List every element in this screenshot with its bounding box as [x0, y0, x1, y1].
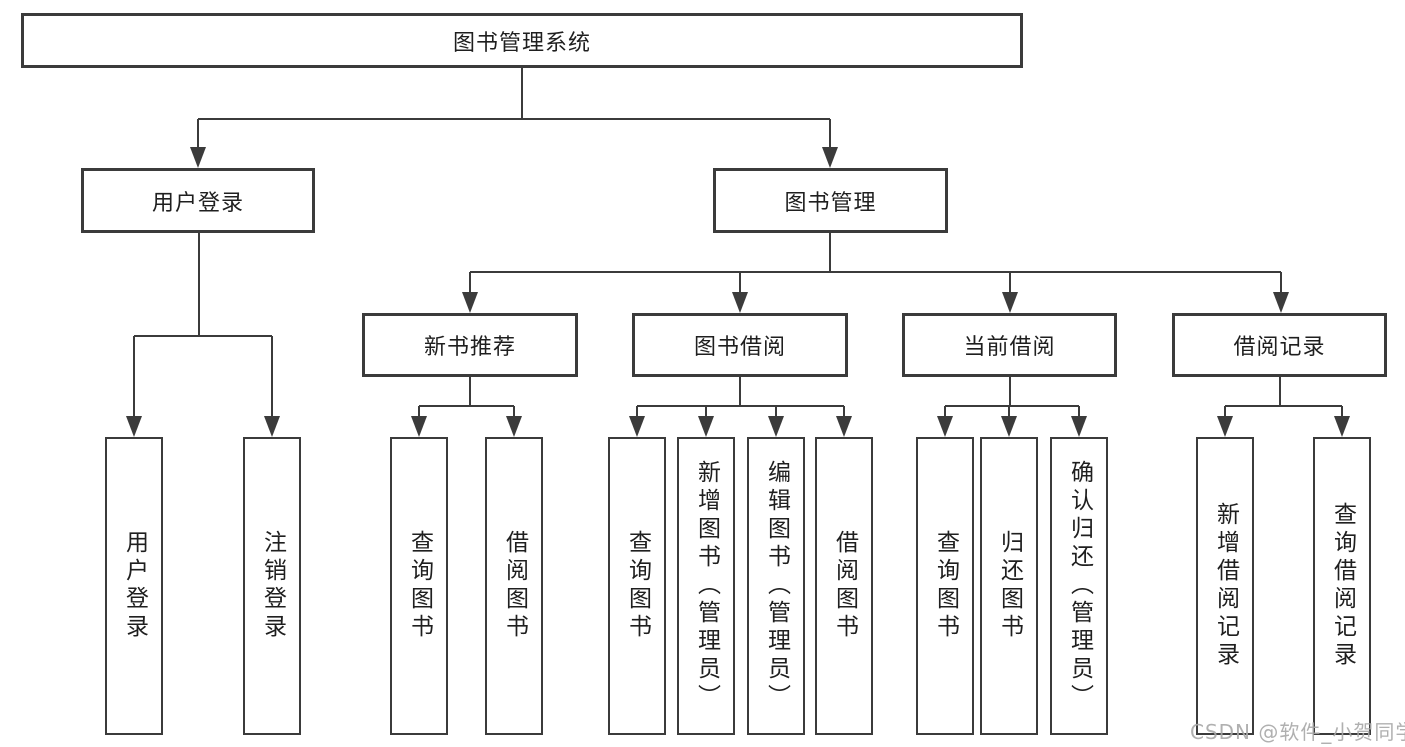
node-label: 注销登录 — [259, 530, 286, 642]
arrow-down-icon — [1002, 292, 1018, 313]
node-label: 查询图书 — [406, 530, 433, 642]
node-label: 用户登录 — [151, 190, 244, 216]
arrow-down-icon — [264, 416, 280, 437]
node-label: 查询图书 — [932, 530, 959, 642]
leaf-return-books: 归还图书 — [980, 437, 1038, 735]
leaf-add-borrow-record: 新增借阅记录 — [1196, 437, 1254, 735]
arrow-down-icon — [822, 147, 838, 168]
node-label: 新书推荐 — [423, 335, 516, 360]
node-label: 图书管理系统 — [452, 30, 591, 56]
edge-root-to-level2 — [197, 68, 831, 148]
arrow-down-icon — [1334, 416, 1350, 437]
arrow-down-icon — [1001, 416, 1017, 437]
arrow-down-icon — [698, 416, 714, 437]
edge-book-borrow-children — [636, 377, 845, 418]
node-label: 图书管理 — [784, 190, 877, 216]
leaf-query-books-recommend: 查询图书 — [390, 437, 448, 735]
leaf-query-books-borrowing: 查询图书 — [608, 437, 666, 735]
node-label: 确认归还（管理员） — [1066, 460, 1093, 712]
edge-new-book-children — [418, 377, 515, 418]
node-label: 查询借阅记录 — [1329, 502, 1356, 670]
node-borrowing-records: 借阅记录 — [1172, 313, 1387, 377]
node-label: 新增借阅记录 — [1212, 502, 1239, 670]
arrow-down-icon — [411, 416, 427, 437]
node-book-management: 图书管理 — [713, 168, 948, 233]
node-label: 新增图书（管理员） — [693, 460, 720, 712]
arrow-down-icon — [836, 416, 852, 437]
leaf-confirm-return-admin: 确认归还（管理员） — [1050, 437, 1108, 735]
node-current-borrowing: 当前借阅 — [902, 313, 1117, 377]
leaf-user-login: 用户登录 — [105, 437, 163, 735]
arrow-down-icon — [190, 147, 206, 168]
edge-borrow-records-children — [1224, 377, 1343, 418]
node-label: 编辑图书（管理员） — [763, 460, 790, 712]
leaf-query-borrow-record: 查询借阅记录 — [1313, 437, 1371, 735]
leaf-borrow-books: 借阅图书 — [815, 437, 873, 735]
leaf-edit-book-admin: 编辑图书（管理员） — [747, 437, 805, 735]
node-library-management-system: 图书管理系统 — [21, 13, 1023, 68]
node-book-borrowing: 图书借阅 — [632, 313, 848, 377]
node-label: 查询图书 — [624, 530, 651, 642]
node-new-book-recommendation: 新书推荐 — [362, 313, 578, 377]
leaf-borrow-books-recommend: 借阅图书 — [485, 437, 543, 735]
node-label: 图书借阅 — [693, 335, 786, 360]
csdn-watermark: CSDN @软件_小贺同学 — [1190, 720, 1405, 744]
edge-user-login-children — [133, 233, 273, 418]
arrow-down-icon — [1071, 416, 1087, 437]
arrow-down-icon — [462, 292, 478, 313]
node-label: 借阅记录 — [1233, 335, 1326, 360]
edge-current-borrow-children — [944, 377, 1080, 418]
arrow-down-icon — [937, 416, 953, 437]
edge-book-mgmt-to-level3 — [469, 233, 1282, 294]
arrow-down-icon — [1273, 292, 1289, 313]
node-label: 归还图书 — [996, 530, 1023, 642]
tree-edges — [133, 68, 1343, 418]
arrow-down-icon — [1217, 416, 1233, 437]
arrow-down-icon — [506, 416, 522, 437]
node-label: 用户登录 — [121, 530, 148, 642]
node-label: 借阅图书 — [831, 530, 858, 642]
arrow-down-icon — [768, 416, 784, 437]
arrow-down-icon — [732, 292, 748, 313]
node-label: 借阅图书 — [501, 530, 528, 642]
arrow-down-icon — [629, 416, 645, 437]
leaf-query-books-current: 查询图书 — [916, 437, 974, 735]
arrow-down-icon — [126, 416, 142, 437]
node-user-login: 用户登录 — [81, 168, 315, 233]
node-label: 当前借阅 — [963, 335, 1056, 360]
leaf-logout: 注销登录 — [243, 437, 301, 735]
leaf-add-book-admin: 新增图书（管理员） — [677, 437, 735, 735]
arrowhead-icons — [126, 147, 1350, 437]
